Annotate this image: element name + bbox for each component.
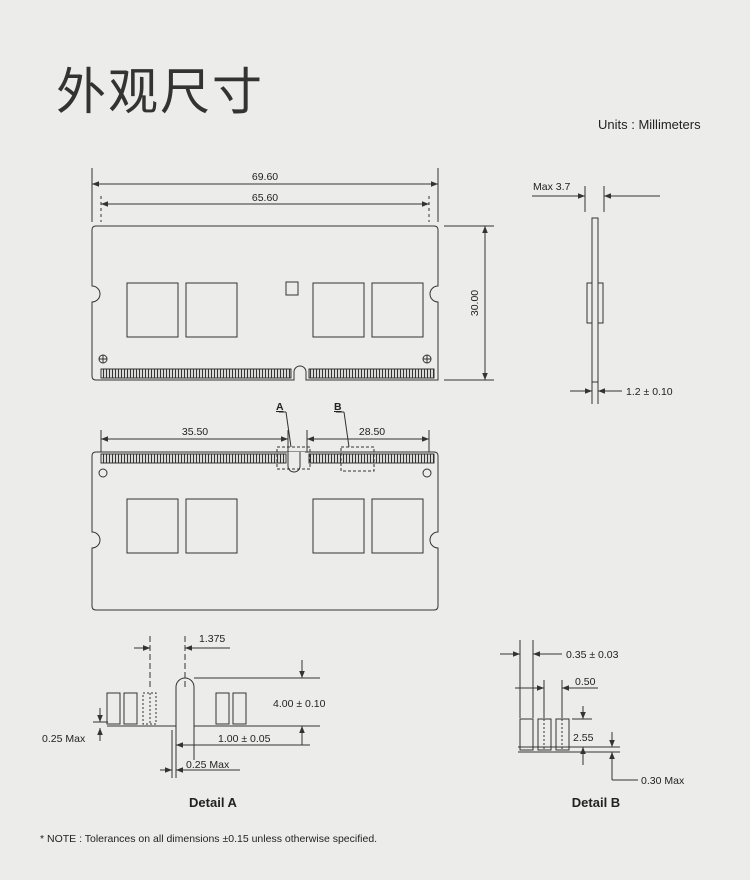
dim-edge-bottom: 0.25 Max — [186, 759, 230, 771]
memory-chip — [312, 282, 365, 338]
memory-chip — [312, 498, 365, 554]
memory-chip — [126, 498, 179, 554]
memory-chip — [371, 498, 424, 554]
dim-notch-height: 4.00 ± 0.10 — [273, 698, 326, 710]
dim-pin-pitch: 0.50 — [575, 676, 596, 688]
pin — [123, 692, 138, 725]
detail-a — [93, 636, 320, 778]
edge-pins-left — [100, 368, 292, 379]
detail-a-frame — [276, 446, 311, 470]
dim-right: 28.50 — [359, 426, 385, 438]
dim-pin-height: 2.55 — [573, 732, 594, 744]
pin — [232, 692, 247, 725]
units-label: Units : Millimeters — [598, 117, 701, 132]
dim-max-thickness: Max 3.7 — [533, 181, 571, 193]
edge-pins-right — [308, 453, 435, 464]
top-view — [91, 168, 494, 381]
dim-bottom: 0.30 Max — [641, 775, 685, 787]
detail-b-frame — [340, 446, 375, 472]
detail-a-marker: A — [276, 401, 284, 413]
dim-pcb-thickness: 1.2 ± 0.10 — [626, 386, 673, 398]
detail-b-caption: Detail B — [572, 795, 620, 810]
bottom-view — [91, 411, 439, 611]
pin — [106, 692, 121, 725]
pin — [215, 692, 230, 725]
chip-side-left — [586, 282, 593, 324]
key-notch — [287, 452, 301, 473]
spd-chip — [285, 281, 299, 296]
dim-pin-width: 0.35 ± 0.03 — [566, 649, 619, 661]
side-view — [532, 186, 660, 404]
dim-width-inner: 65.60 — [252, 192, 278, 204]
mounting-hole — [98, 468, 108, 478]
dim-left: 35.50 — [182, 426, 208, 438]
dim-pitch: 1.375 — [199, 633, 225, 645]
board-outline-top — [91, 225, 439, 381]
memory-chip — [185, 282, 238, 338]
key-post — [175, 677, 195, 760]
board-outline-bottom — [91, 451, 439, 611]
mounting-hole — [422, 468, 432, 478]
dim-edge-left: 0.25 Max — [42, 733, 86, 745]
detail-b-marker: B — [334, 401, 342, 413]
edge-pins-right — [308, 368, 435, 379]
tolerance-note: * NOTE : Tolerances on all dimensions ±0… — [40, 833, 378, 845]
pin — [519, 718, 534, 751]
dim-height: 30.00 — [469, 290, 481, 316]
dim-offset: 1.00 ± 0.05 — [218, 733, 271, 745]
detail-b — [500, 640, 638, 781]
edge-pins-left — [100, 453, 287, 464]
page-title: 外观尺寸 — [56, 63, 264, 121]
pin-center — [142, 692, 157, 725]
memory-chip — [185, 498, 238, 554]
detail-a-caption: Detail A — [189, 795, 238, 810]
memory-chip — [126, 282, 179, 338]
memory-chip — [371, 282, 424, 338]
chip-side-right — [597, 282, 604, 324]
pcb-side — [591, 217, 599, 383]
dim-width-outer: 69.60 — [252, 171, 278, 183]
